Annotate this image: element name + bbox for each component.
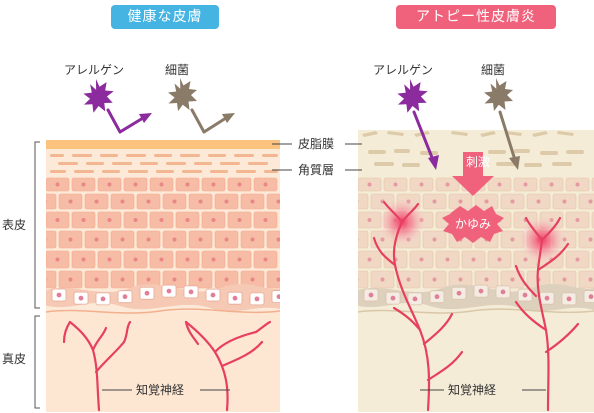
sensory-nerve-label-healthy: 知覚神経 — [136, 383, 185, 397]
epidermis-cells — [46, 177, 280, 289]
stimulus-arrow — [452, 152, 494, 196]
sebum-film-band — [46, 140, 280, 149]
allergen-label-healthy: アレルゲン — [64, 63, 125, 77]
bacteria-label-atopic: 細菌 — [481, 63, 506, 77]
allergen-icon — [397, 79, 428, 113]
sensory-nerve-right — [372, 200, 580, 412]
label-pointers — [102, 143, 546, 391]
deflected-allergen-arrow — [106, 108, 145, 134]
atopic-dermatitis-title: アトピー性皮膚炎 — [396, 5, 556, 29]
basal-cells-atopic — [363, 284, 594, 306]
stratum-corneum-flakes — [50, 154, 278, 173]
deflected-bacteria-arrow — [190, 108, 228, 134]
epidermis-label: 表皮 — [2, 218, 27, 232]
itch-label: かゆみ — [454, 217, 491, 231]
bacteria-label-healthy: 細菌 — [165, 63, 190, 77]
bacteria-icon — [484, 78, 513, 111]
itch-burst — [442, 205, 504, 243]
penetrating-allergen-arrow — [412, 110, 435, 162]
basal-cells — [51, 284, 280, 306]
bacteria-icon — [168, 78, 197, 111]
layer-brackets — [34, 141, 40, 409]
allergen-icon — [83, 79, 114, 113]
penetrating-bacteria-arrow — [498, 110, 517, 162]
sensory-nerve-left — [62, 320, 272, 412]
dermis-label: 真皮 — [2, 352, 27, 366]
sebum-film-label: 皮脂膜 — [298, 137, 335, 151]
allergen-label-atopic: アレルゲン — [373, 63, 434, 77]
stratum-corneum-label: 角質層 — [298, 163, 335, 177]
healthy-skin-title: 健康な皮膚 — [111, 5, 219, 29]
sensory-nerve-label-atopic: 知覚神経 — [448, 383, 497, 397]
damaged-horny-layer — [362, 131, 584, 167]
stimulus-label: 刺激 — [466, 155, 491, 169]
